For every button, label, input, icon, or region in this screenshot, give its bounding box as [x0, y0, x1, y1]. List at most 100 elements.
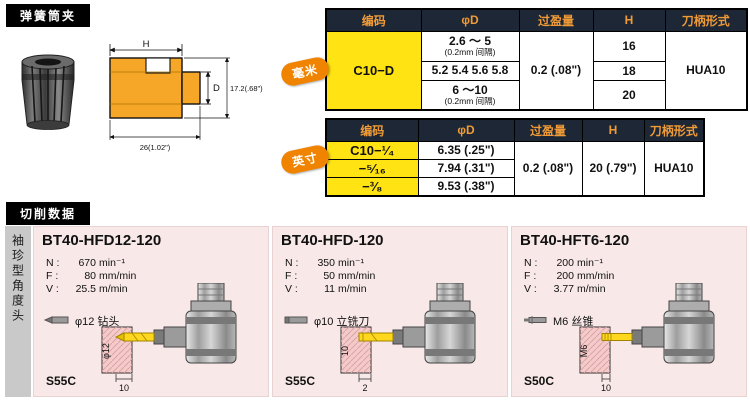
- panel-title: BT40-HFD-120: [281, 232, 384, 249]
- section-title-collet: 弹簧筒夹: [6, 4, 91, 27]
- h-cell: 20 (.79"): [581, 140, 645, 196]
- d-value-cell: 7.94 (.31"): [417, 158, 515, 178]
- header-row: 编码 φD 过盈量 H 刀柄形式: [325, 118, 705, 142]
- tool-label-row: M6 丝锥: [520, 313, 593, 329]
- col-header-h: H: [592, 8, 666, 32]
- section-title-cutting: 切削数据: [6, 202, 91, 225]
- dim-a-label: M6: [579, 345, 589, 358]
- param-row: F : 50 mm/min: [285, 270, 375, 283]
- table-row: −⁵⁄₁₆ 7.94 (.31"): [325, 158, 704, 178]
- param-row: F : 80 mm/min: [46, 270, 136, 283]
- col-header-h: H: [581, 118, 645, 142]
- d-main: 2.6 ～ 5: [448, 34, 492, 49]
- table-row: C10−¹⁄₄ 6.35 (.25") 0.2 (.08") 20 (.79")…: [325, 140, 705, 196]
- d-value-cell: 5.2 5.4 5.6 5.8: [420, 60, 520, 81]
- param-label: F :: [524, 270, 537, 282]
- metric-code-cell: C10−D: [325, 30, 422, 111]
- dim-b-label: 10: [601, 383, 611, 393]
- workpiece-material: S55C: [285, 374, 316, 388]
- interference-cell: 0.2 (.08"): [518, 30, 594, 111]
- collet-photo: [21, 54, 75, 130]
- param-value: 25.5: [75, 283, 96, 295]
- tool-label-row: φ10 立铣刀: [281, 313, 369, 329]
- shank-cell: HUA10: [664, 30, 748, 111]
- tool-label: φ10 立铣刀: [314, 316, 370, 328]
- col-header-interference: 过盈量: [513, 118, 583, 142]
- d-sub: (0.2mm 间隔): [444, 46, 496, 57]
- param-value: 11: [324, 283, 335, 295]
- param-value: 670: [78, 257, 96, 269]
- param-unit: m/min: [99, 283, 128, 295]
- h-cell: 16: [592, 30, 666, 62]
- col-header-shank: 刀柄形式: [664, 8, 748, 32]
- cutting-params: N : 200 min⁻¹ F : 200 mm/min V : 3.77 m/…: [524, 257, 614, 296]
- param-unit: min⁻¹: [577, 257, 603, 269]
- workpiece-material: S55C: [46, 374, 77, 388]
- machining-diagram: M6 10: [579, 283, 715, 393]
- dim-b-label: 2: [362, 383, 367, 393]
- param-unit: m/min: [338, 283, 367, 295]
- param-value: 80: [84, 270, 96, 282]
- param-value: 200: [556, 257, 574, 269]
- param-unit: mm/min: [99, 270, 137, 282]
- tool-label-row: φ12 钻头: [42, 313, 119, 329]
- param-row: V : 3.77 m/min: [524, 283, 614, 296]
- angle-head: [631, 283, 715, 364]
- machining-diagram: φ12 10: [101, 283, 237, 393]
- param-value: 350: [317, 257, 335, 269]
- machining-diagram: 10 2: [340, 283, 476, 393]
- param-unit: mm/min: [338, 270, 376, 282]
- width-dim-label: 26(1.02"): [140, 143, 171, 152]
- drill-tool: [114, 332, 155, 342]
- d-sub: (0.2mm 间隔): [444, 95, 496, 106]
- param-value: 50: [323, 270, 335, 282]
- header-row: 编码 φD 过盈量 H 刀柄形式: [325, 8, 748, 32]
- table-row: −³⁄₈ 9.53 (.38"): [325, 176, 704, 196]
- param-label: N :: [46, 257, 60, 269]
- col-header-code: 编码: [325, 8, 422, 32]
- d-value-cell: 6 ～10 (0.2mm 间隔): [420, 79, 520, 111]
- h-dim-label: H: [143, 39, 150, 50]
- param-label: F :: [46, 270, 59, 282]
- param-unit: m/min: [577, 283, 606, 295]
- height-dim-label: 17.2(.68"): [230, 84, 263, 93]
- param-value: 200: [556, 270, 574, 282]
- d-value-cell: 6.35 (.25"): [417, 140, 515, 160]
- tool-label: M6 丝锥: [553, 316, 594, 328]
- dim-a-label: φ12: [101, 343, 111, 359]
- panel-title: BT40-HFT6-120: [520, 232, 630, 249]
- drill-icon: [42, 314, 70, 329]
- inch-code-cell: −³⁄₈: [325, 176, 419, 196]
- cutting-data-panel: BT40-HFD12-120 N : 670 min⁻¹ F : 80 mm/m…: [33, 226, 269, 397]
- param-label: N :: [285, 257, 299, 269]
- dim-a-label: 10: [340, 346, 350, 356]
- param-value: 3.77: [553, 283, 574, 295]
- param-label: V :: [46, 283, 59, 295]
- cutting-params: N : 670 min⁻¹ F : 80 mm/min V : 25.5 m/m…: [46, 257, 136, 296]
- sidebar-category-label: 袖珍型角度头: [10, 234, 25, 324]
- col-header-d: φD: [417, 118, 515, 142]
- inch-badge: 英寸: [279, 143, 331, 176]
- metric-spec-table: 编码 φD 过盈量 H 刀柄形式 C10−D 2.6 ～ 5 (0.2mm 间隔…: [325, 8, 748, 111]
- metric-badge: 毫米: [279, 55, 331, 88]
- tool-label: φ12 钻头: [75, 316, 120, 328]
- param-row: N : 670 min⁻¹: [46, 257, 136, 270]
- param-row: V : 25.5 m/min: [46, 283, 136, 296]
- col-header-shank: 刀柄形式: [643, 118, 705, 142]
- cutting-data-panel: BT40-HFD-120 N : 350 min⁻¹ F : 50 mm/min…: [272, 226, 508, 397]
- tap-icon: [520, 314, 548, 329]
- table-row: 6 ～10 (0.2mm 间隔) 20: [326, 79, 747, 111]
- col-header-d: φD: [420, 8, 520, 32]
- param-row: F : 200 mm/min: [524, 270, 614, 283]
- endmill-tool: [358, 332, 394, 342]
- angle-head: [392, 283, 476, 364]
- table-row: 5.2 5.4 5.6 5.8 18: [326, 60, 747, 81]
- inch-spec-table: 编码 φD 过盈量 H 刀柄形式 C10−¹⁄₄ 6.35 (.25") 0.2…: [325, 118, 705, 197]
- inch-code-cell: C10−¹⁄₄: [325, 140, 419, 160]
- d-value-cell: 2.6 ～ 5 (0.2mm 间隔): [420, 30, 520, 62]
- collet-dimension-drawing: H D 17.2(.68") 26(1.02"): [109, 39, 263, 152]
- interference-cell: 0.2 (.08"): [513, 140, 583, 196]
- table-row: C10−D 2.6 ～ 5 (0.2mm 间隔) 0.2 (.08") 16 H…: [325, 30, 748, 111]
- param-label: V :: [524, 283, 537, 295]
